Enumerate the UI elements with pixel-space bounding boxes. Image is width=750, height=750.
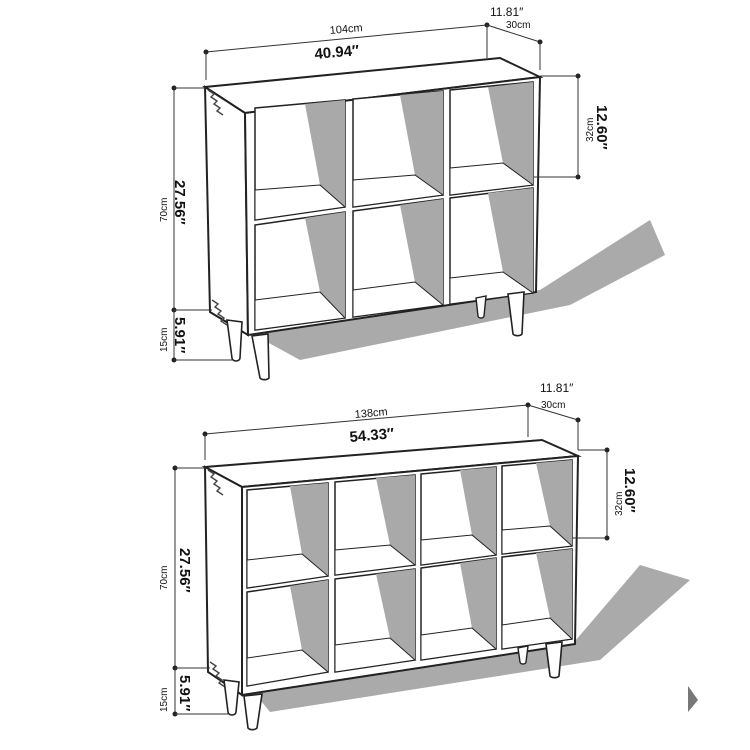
corner-arrow-icon	[688, 686, 698, 712]
top-shelf-dimensions	[171, 22, 581, 363]
top-width-cm: 104cm	[329, 22, 363, 37]
bottom-shelf-legs	[223, 641, 563, 731]
top-depth-in: 11.81″	[490, 5, 524, 19]
top-shelf-shadow	[245, 220, 665, 360]
top-shelf-side-panel	[203, 85, 250, 337]
top-height-cm: 70cm	[159, 198, 170, 222]
bottom-shelf-dimensions	[172, 402, 610, 717]
bottom-height-in: 27.56″	[176, 548, 193, 593]
bottom-width-in: 54.33″	[349, 425, 395, 446]
top-shelf-cubbies	[254, 81, 535, 331]
top-width-in: 40.94″	[314, 42, 360, 63]
bottom-leg-in: 5.91″	[176, 675, 193, 711]
bottom-height-cm: 70cm	[159, 566, 170, 590]
bottom-depth-in: 11.81″	[540, 381, 574, 395]
bottom-shelf-side-panel	[203, 465, 243, 697]
bottom-depth-cm: 30cm	[541, 400, 565, 411]
top-shelf-legs	[226, 291, 525, 381]
top-leg-in: 5.91″	[171, 317, 188, 353]
bottom-shelf-unit: 138cm 54.33″ 11.81″ 30cm 32cm 12.60″ 70c…	[159, 381, 690, 731]
top-shelf-unit: 104cm 40.94″ 11.81″ 30cm 32cm 12.60″ 70c…	[159, 5, 665, 381]
top-height-in: 27.56″	[171, 180, 188, 225]
bottom-leg-cm: 15cm	[159, 688, 170, 712]
top-leg-cm: 15cm	[159, 328, 170, 352]
bottom-width-cm: 138cm	[354, 406, 388, 421]
top-cube-height-in: 12.60″	[593, 105, 610, 150]
top-cube-height-cm: 32cm	[585, 118, 596, 142]
bottom-cube-height-in: 12.60″	[621, 468, 638, 513]
top-shelf-side-joint	[207, 89, 228, 326]
bottom-shelf-side-joint	[207, 469, 226, 688]
bottom-shelf-cubbies	[246, 459, 574, 687]
bottom-cube-height-cm: 32cm	[614, 492, 625, 516]
top-depth-cm: 30cm	[506, 20, 530, 31]
